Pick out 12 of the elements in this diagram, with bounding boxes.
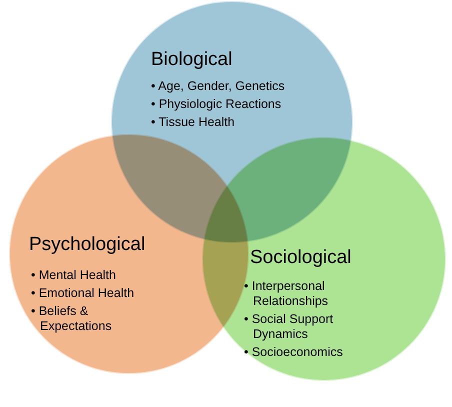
bullet-item: • Socioeconomics [244,345,344,360]
category-heading: Biological [151,49,232,71]
bullet-item: • Age, Gender, Genetics [151,79,286,94]
bullet-item: • Tissue Health [151,115,236,130]
bullet-item: • Emotional Health [31,286,136,301]
bullet-item: • Physiologic Reactions [151,97,282,112]
category-heading: Psychological [29,234,146,256]
bullet-item: • Mental Health [31,268,117,283]
category-heading: Sociological [250,247,352,269]
bullet-item: • Beliefs & Expectations [31,304,113,334]
bullet-item: • Interpersonal Relationships [244,279,330,309]
bullet-item: • Social Support Dynamics [244,312,334,342]
